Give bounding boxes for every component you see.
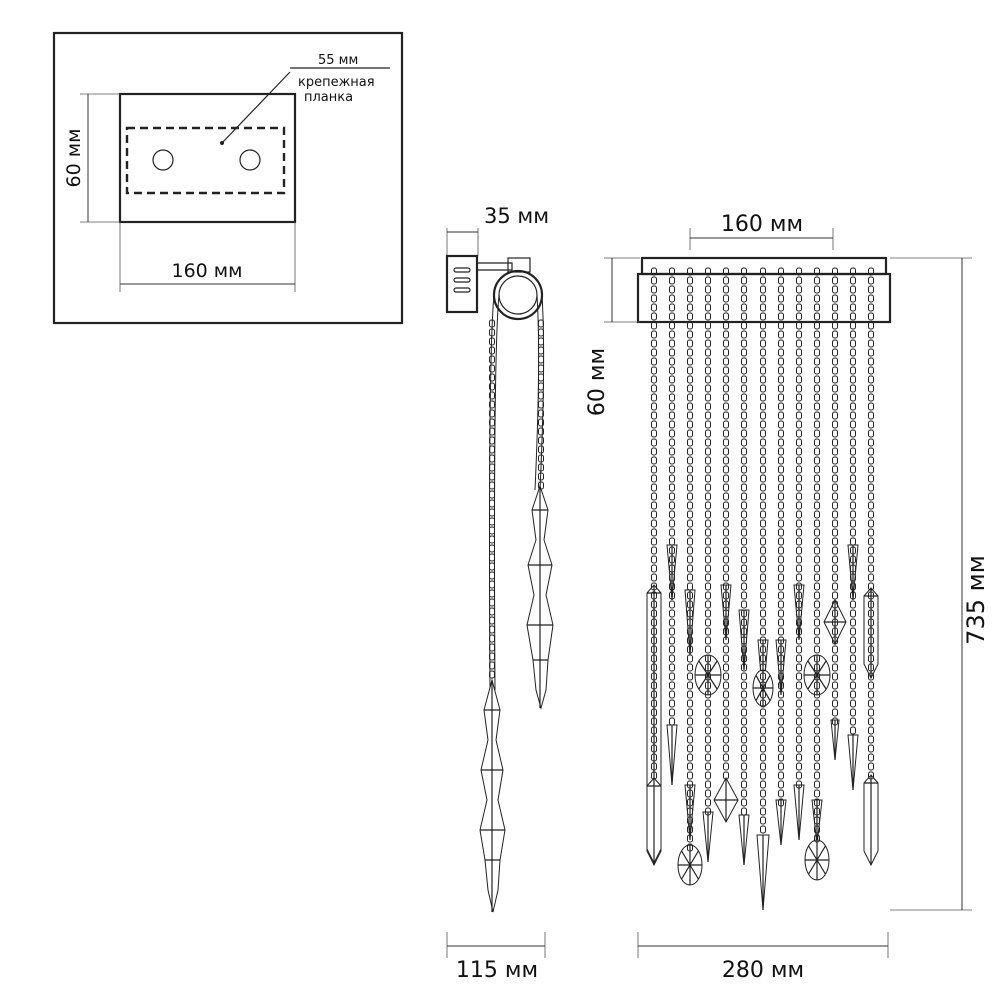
arm-depth-label: 35 мм [484, 204, 549, 228]
pendant-strand [738, 267, 750, 866]
side-arm [476, 262, 513, 271]
mounting-bracket-dashed [125, 126, 286, 195]
pendant-strand [646, 267, 662, 867]
pendant-strand [713, 267, 739, 824]
front-view: 160 мм 60 мм 735 мм 280 мм [585, 212, 990, 983]
screw-hole-left [152, 149, 174, 171]
side-ring [492, 269, 544, 321]
pendant-strand [793, 267, 805, 841]
pendant-strand [775, 267, 787, 846]
side-wall-box [445, 254, 479, 314]
pendant-strand [847, 267, 859, 791]
pendant-strand [863, 267, 879, 867]
note-label-line1: крепежная [298, 75, 375, 90]
canopy-top [640, 256, 888, 276]
pendant-strands [646, 267, 879, 911]
inset-frame [52, 31, 404, 325]
side-chain-short [534, 294, 545, 491]
inset-height-label: 60 мм [63, 129, 85, 188]
pendant-strand [752, 267, 774, 911]
mounting-detail-inset: 55 мм крепежная планка 60 мм 160 мм [52, 31, 404, 325]
side-view: 35 мм 115 мм [445, 204, 554, 983]
note-size-label: 55 мм [318, 53, 358, 68]
leader-line [221, 71, 291, 144]
side-depth-label: 115 мм [456, 958, 538, 983]
total-height-label: 735 мм [962, 555, 990, 645]
total-width-label: 280 мм [722, 958, 804, 983]
note-label-line2: планка [304, 90, 353, 105]
canopy-height-label: 60 мм [585, 348, 610, 416]
pendant-strand [666, 267, 678, 786]
screw-hole-right [239, 149, 261, 171]
side-chain-long [489, 294, 500, 691]
pendant-strand [803, 267, 831, 881]
pendant-strand [677, 267, 703, 886]
mounting-plate [118, 92, 297, 224]
inset-width-label: 160 мм [172, 260, 243, 282]
canopy-body [636, 272, 892, 324]
plate-width-label: 160 мм [721, 212, 803, 237]
pendant-strand [823, 267, 847, 761]
pendant-strand [694, 267, 722, 863]
